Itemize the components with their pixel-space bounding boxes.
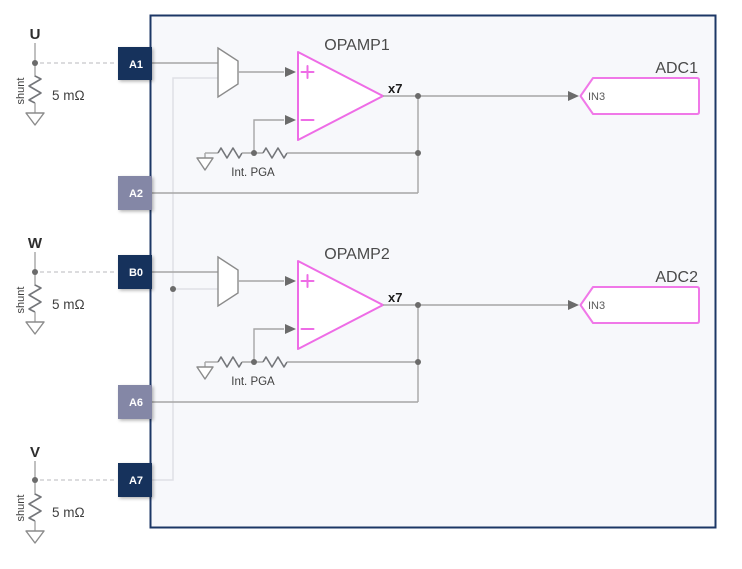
plus-input-arrow-icon: [285, 276, 296, 286]
pin-b0-label: B0: [129, 267, 143, 279]
a7-alternate-route-wire: [152, 77, 218, 481]
fb2-tap-dot: [251, 359, 257, 365]
pin-a1-label: A1: [129, 59, 143, 71]
fb1-resistor-2: [262, 147, 288, 159]
adc1-input-shape: [579, 77, 700, 115]
adc2-channel-label: IN3: [588, 300, 605, 312]
ground-icon: [25, 112, 45, 126]
phase-w-shunt-label: shunt: [15, 287, 27, 314]
mux1-icon: [217, 46, 239, 99]
pin-a7-box[interactable]: [118, 463, 152, 497]
fb2-resistor-2: [262, 356, 288, 368]
opamp1-gain-label: x7: [388, 81, 402, 96]
plus-input-icon: [300, 65, 315, 79]
plus-input-arrow-icon: [285, 67, 296, 77]
phase-v-shunt: V shunt 5 mΩ: [15, 444, 117, 544]
plus-input-icon: [300, 274, 315, 288]
fb1-node-dot: [415, 150, 421, 156]
phase-u-shunt-resistor: [28, 75, 42, 104]
pin-a1-box[interactable]: [118, 47, 152, 80]
phase-v-shunt-resistor: [28, 493, 42, 522]
pga-label: Int. PGA: [231, 376, 275, 388]
pin-a2-box[interactable]: [118, 176, 152, 210]
mux2-icon: [217, 255, 239, 308]
phase-u-node-dot: [32, 60, 38, 66]
minus-input-arrow-icon: [285, 115, 296, 125]
pin-a2[interactable]: A2: [118, 176, 152, 210]
fb2-to-minus-wire: [253, 328, 284, 362]
fb1-to-minus-wire: [253, 119, 284, 153]
adc2-title: ADC2: [655, 269, 698, 286]
ground-icon: [25, 321, 45, 335]
ground-icon: [25, 530, 45, 544]
phase-v-shunt-label: shunt: [15, 495, 27, 522]
opamp2-channel: Int. PGA OPAMP2 x7 IN3 ADC2: [152, 246, 700, 403]
adc1-channel-label: IN3: [588, 91, 605, 103]
phase-v-shunt-value: 5 mΩ: [52, 505, 85, 520]
minus-input-arrow-icon: [285, 324, 296, 334]
phase-w-shunt: W shunt 5 mΩ: [15, 235, 117, 335]
phase-w-label: W: [28, 235, 43, 252]
mux2-alt-input-dot: [170, 286, 176, 292]
fb1-resistor-1: [217, 147, 243, 159]
pga-label: Int. PGA: [231, 167, 275, 179]
pin-a2-label: A2: [129, 188, 143, 200]
ground-icon: [196, 157, 214, 171]
opamp1-icon: [297, 51, 384, 141]
phase-u-shunt: U shunt 5 mΩ: [15, 26, 117, 126]
opamp2-gain-label: x7: [388, 290, 402, 305]
ground-icon: [196, 366, 214, 380]
adc1-input-arrow-icon: [568, 91, 579, 101]
pin-a7-label: A7: [129, 475, 143, 487]
opamp1-channel: Int. PGA OPAMP1 x7 IN3 ADC1: [152, 37, 700, 194]
fb2-node-dot: [415, 359, 421, 365]
opamp2-title: OPAMP2: [324, 246, 390, 263]
opamp2-output-dot: [415, 302, 421, 308]
pin-a6-box[interactable]: [118, 385, 152, 419]
adc2-input-arrow-icon: [568, 300, 579, 310]
phase-w-node-dot: [32, 269, 38, 275]
phase-w-shunt-resistor: [28, 284, 42, 313]
phase-u-label: U: [30, 26, 41, 43]
pin-a1[interactable]: A1: [118, 47, 152, 80]
pin-b0-box[interactable]: [118, 255, 152, 289]
pin-b0[interactable]: B0: [118, 255, 152, 289]
phase-u-shunt-label: shunt: [15, 78, 27, 105]
opamp2-icon: [297, 260, 384, 350]
adc1-title: ADC1: [655, 60, 698, 77]
pin-a6[interactable]: A6: [118, 385, 152, 419]
fb1-tap-dot: [251, 150, 257, 156]
pin-a7[interactable]: A7: [118, 463, 152, 497]
phase-v-node-dot: [32, 477, 38, 483]
phase-w-shunt-value: 5 mΩ: [52, 297, 85, 312]
opamp1-title: OPAMP1: [324, 37, 390, 54]
phase-v-label: V: [30, 444, 40, 461]
fb2-resistor-1: [217, 356, 243, 368]
opamp1-output-dot: [415, 93, 421, 99]
phase-u-shunt-value: 5 mΩ: [52, 88, 85, 103]
pin-a6-label: A6: [129, 397, 143, 409]
adc2-input-shape: [579, 286, 700, 324]
